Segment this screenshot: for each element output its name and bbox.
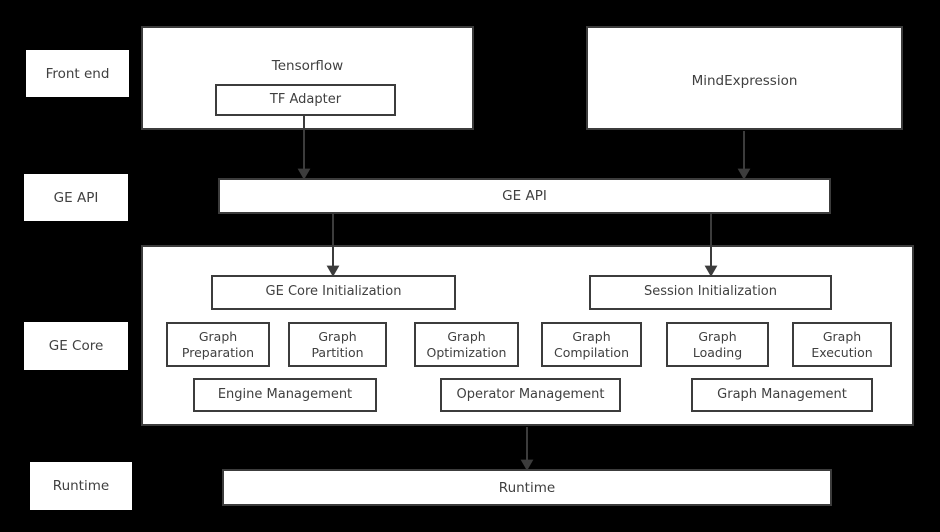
graph-preparation-box[interactable]: Graph Preparation <box>166 322 270 367</box>
graph-compilation-box[interactable]: Graph Compilation <box>541 322 642 367</box>
mindexpression-container[interactable]: MindExpression <box>586 26 903 130</box>
layer-label-runtime: Runtime <box>30 462 132 510</box>
graph-management-box[interactable]: Graph Management <box>691 378 873 412</box>
graph-loading-box[interactable]: Graph Loading <box>666 322 769 367</box>
ge-core-initialization-box[interactable]: GE Core Initialization <box>211 275 456 310</box>
layer-label-ge-api: GE API <box>24 174 128 221</box>
ge-api-bar[interactable]: GE API <box>218 178 831 214</box>
operator-management-box[interactable]: Operator Management <box>440 378 621 412</box>
ge-core-container: GE Core Initialization Session Initializ… <box>141 245 914 426</box>
graph-execution-box[interactable]: Graph Execution <box>792 322 892 367</box>
tensorflow-container[interactable]: Tensorflow TF Adapter <box>141 26 474 130</box>
graph-optimization-box[interactable]: Graph Optimization <box>414 322 519 367</box>
engine-management-box[interactable]: Engine Management <box>193 378 377 412</box>
session-initialization-box[interactable]: Session Initialization <box>589 275 832 310</box>
layer-label-ge-core: GE Core <box>24 322 128 370</box>
graph-partition-box[interactable]: Graph Partition <box>288 322 387 367</box>
layer-label-front-end: Front end <box>26 50 129 97</box>
tensorflow-title: Tensorflow <box>271 58 344 74</box>
tf-adapter-box[interactable]: TF Adapter <box>215 84 396 116</box>
mindexpression-title: MindExpression <box>691 73 798 89</box>
runtime-bar[interactable]: Runtime <box>222 469 832 506</box>
